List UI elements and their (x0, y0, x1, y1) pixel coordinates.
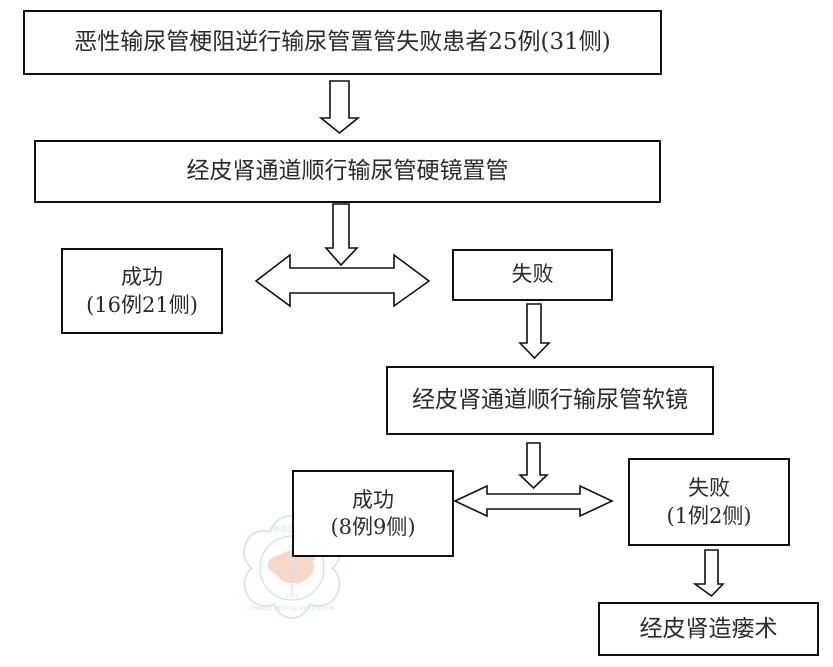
down-arrow-icon (518, 303, 551, 360)
box-failed-retrograde-patients: 恶性输尿管梗阻逆行输尿管置管失败患者25例(31侧) (23, 10, 662, 75)
box-flexible-success-detail: (8例9侧) (330, 515, 416, 539)
box-flexible-success: 成功 (8例9侧) (292, 470, 454, 557)
double-arrow-icon (453, 484, 614, 518)
down-arrow-icon (318, 80, 361, 135)
box-rigid-ureteroscope-antegrade-text: 经皮肾通道顺行输尿管硬镜置管 (186, 158, 509, 185)
box-rigid-success-detail: (16例21侧) (86, 292, 198, 317)
box-percutaneous-nephrostomy: 经皮肾造瘘术 (598, 602, 819, 656)
watermark-en-text: CHINESE MEDICAL ASSOCIATION (250, 606, 335, 612)
box-rigid-success-title: 成功 (121, 265, 163, 290)
down-arrow-icon (692, 549, 725, 598)
down-arrow-icon (324, 203, 359, 267)
box-failed-retrograde-patients-text: 恶性输尿管梗阻逆行输尿管置管失败患者25例(31侧) (74, 29, 611, 56)
box-rigid-failure: 失败 (452, 249, 613, 301)
double-arrow-icon (254, 253, 431, 308)
watermark-year: 1915 (286, 594, 299, 600)
box-percutaneous-nephrostomy-text: 经皮肾造瘘术 (639, 615, 778, 642)
box-flexible-failure-title: 失败 (688, 476, 730, 501)
box-flexible-failure-detail: (1例2侧) (666, 503, 752, 528)
down-arrow-icon (518, 442, 549, 490)
box-rigid-ureteroscope-antegrade: 经皮肾通道顺行输尿管硬镜置管 (34, 140, 661, 203)
box-flexible-failure: 失败 (1例2侧) (628, 458, 790, 546)
box-flexible-ureteroscope-antegrade-text: 经皮肾通道顺行输尿管软镜 (412, 387, 688, 414)
box-flexible-ureteroscope-antegrade: 经皮肾通道顺行输尿管软镜 (386, 366, 714, 435)
box-rigid-success: 成功 (16例21侧) (61, 248, 223, 334)
box-flexible-success-title: 成功 (352, 487, 394, 512)
box-rigid-failure-title: 失败 (511, 262, 554, 287)
